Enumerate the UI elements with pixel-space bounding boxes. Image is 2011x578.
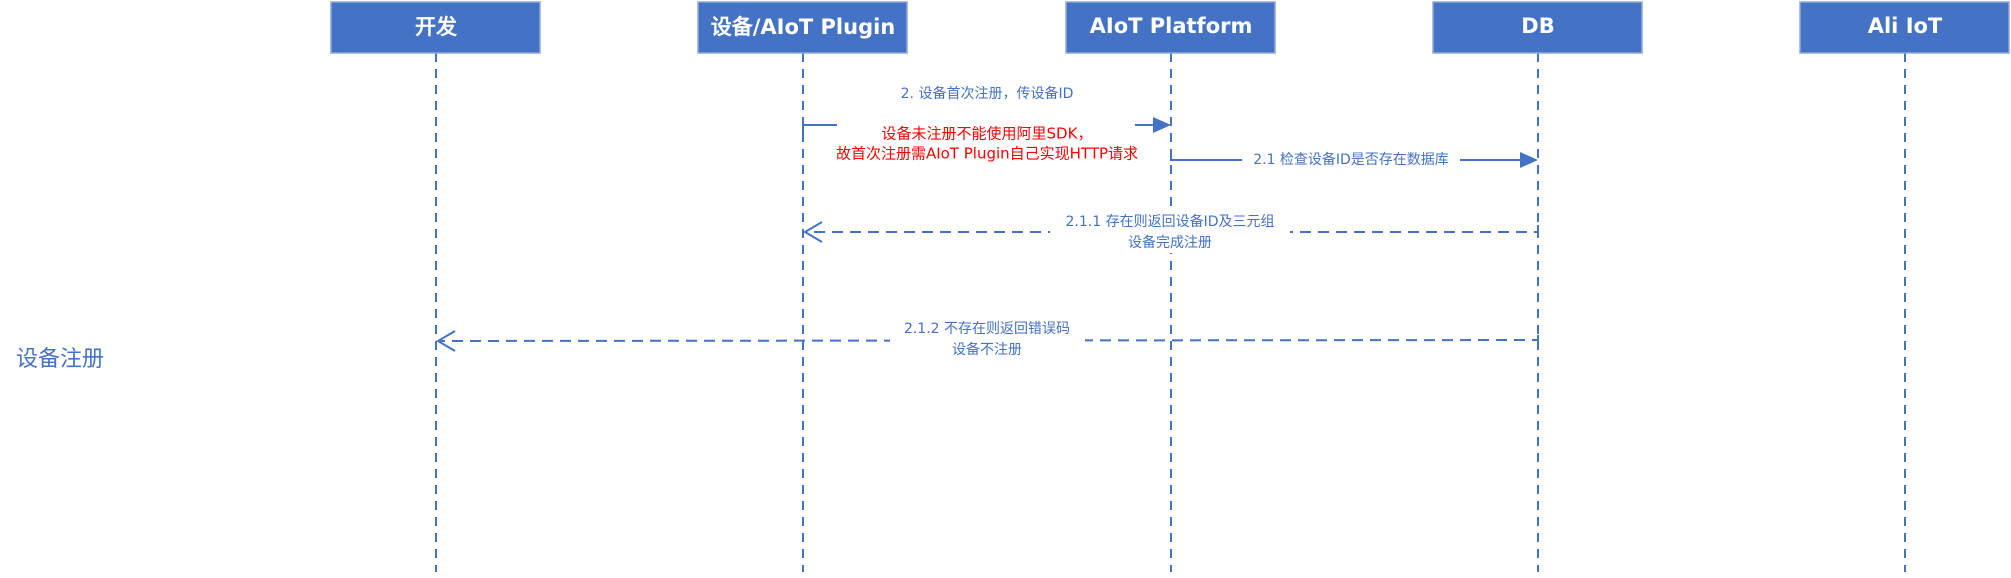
message-2-1-1-return-success: 2.1.1 存在则返回设备ID及三元组 设备完成注册 (803, 213, 1539, 253)
note-line: 故首次注册需AIoT Plugin自己实现HTTP请求 (836, 145, 1138, 163)
participant-label: DB (1521, 14, 1554, 38)
participant-label: AIoT Platform (1090, 14, 1253, 38)
message-2-device-first-register: 2. 设备首次注册，传设备ID (802, 85, 1171, 136)
note-unregistered-sdk: 设备未注册不能使用阿里SDK， 故首次注册需AIoT Plugin自己实现HTT… (836, 125, 1138, 163)
message-line (802, 124, 837, 136)
participant-label: 设备/AIoT Plugin (711, 15, 896, 39)
arrow-head (1520, 152, 1538, 168)
message-label: 2. 设备首次注册，传设备ID (901, 85, 1074, 102)
participant-db: DB (1432, 1, 1643, 54)
message-line (437, 335, 1539, 342)
message-line (805, 225, 1539, 233)
participant-platform: AIoT Platform (1065, 1, 1276, 54)
message-label: 设备完成注册 (1128, 234, 1212, 251)
message-label: 2.1.1 存在则返回设备ID及三元组 (1066, 213, 1275, 230)
note-line: 设备未注册不能使用阿里SDK， (882, 125, 1093, 143)
participant-label: Ali IoT (1868, 14, 1943, 38)
arrow-head (1153, 117, 1171, 133)
message-2-1-2-return-error: 2.1.2 不存在则返回错误码 设备不注册 (436, 320, 1539, 360)
participant-label: 开发 (415, 15, 458, 39)
message-2-1-check-db: 2.1 检查设备ID是否存在数据库 (1170, 150, 1538, 170)
arrow-head (436, 330, 456, 352)
participant-dev: 开发 (330, 1, 541, 54)
message-label: 2.1 检查设备ID是否存在数据库 (1253, 151, 1449, 168)
arrow-head (803, 221, 823, 243)
message-label: 2.1.2 不存在则返回错误码 (904, 321, 1070, 337)
section-label: 设备注册 (16, 347, 104, 372)
participant-aliiot: Ali IoT (1799, 1, 2010, 54)
participant-plugin: 设备/AIoT Plugin (697, 1, 908, 54)
message-label: 设备不注册 (952, 341, 1022, 358)
